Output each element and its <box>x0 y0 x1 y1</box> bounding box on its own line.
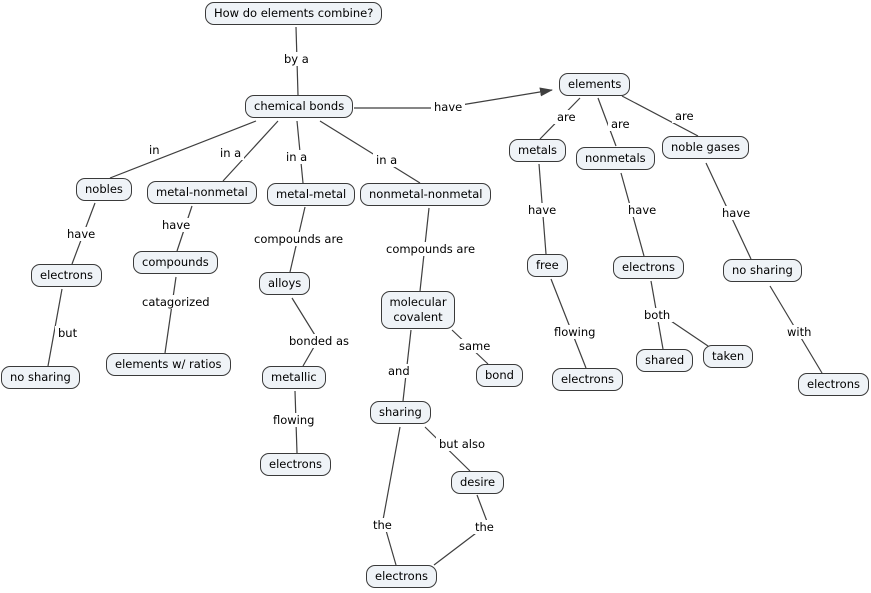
node-electrons-nonmetals[interactable]: electrons <box>613 256 684 279</box>
node-metals[interactable]: metals <box>509 139 567 162</box>
node-sharing[interactable]: sharing <box>370 401 431 424</box>
edge-label-but: but <box>55 326 81 340</box>
edge-label-the-right: the <box>472 520 497 534</box>
edge-label-in-a-nonmetal-nonmetal: in a <box>373 153 401 167</box>
edge-elements-nonmetals <box>597 97 617 147</box>
node-metal-nonmetal[interactable]: metal-nonmetal <box>147 181 257 204</box>
node-compounds[interactable]: compounds <box>133 251 218 274</box>
node-no-sharing-right[interactable]: no sharing <box>723 259 802 282</box>
edge-label-flowing-metallic: flowing <box>270 413 318 427</box>
edge-alloys-metallic <box>291 297 319 367</box>
edge-label-bonded-as: bonded as <box>286 334 352 348</box>
edge-chemical-bonds-nonmetal-nonmetal <box>319 120 421 184</box>
edge-label-have-nobles: have <box>64 227 99 241</box>
edge-label-have-main: have <box>431 100 466 114</box>
edge-label-same: same <box>456 339 494 353</box>
edge-have-elements-arrow <box>460 87 553 106</box>
edge-both-taken <box>667 318 709 347</box>
edge-chemical-bonds-metal-nonmetal <box>222 120 279 182</box>
edge-label-in-a-metal-metal: in a <box>283 150 311 164</box>
edge-compounds-ratios <box>164 276 177 354</box>
edge-label-have-nonmetals: have <box>625 203 660 217</box>
node-electrons-metallic[interactable]: electrons <box>260 453 331 476</box>
node-taken[interactable]: taken <box>703 345 754 368</box>
edge-chemical-bonds-nobles <box>109 120 257 179</box>
edge-label-in-nobles: in <box>146 143 163 157</box>
edge-label-both: both <box>641 308 674 322</box>
node-noble-gases[interactable]: noble gases <box>662 136 749 159</box>
node-electrons-noble[interactable]: electrons <box>798 373 869 396</box>
node-electrons-nobles[interactable]: electrons <box>31 264 102 287</box>
node-metallic[interactable]: metallic <box>262 366 326 389</box>
edge-label-are-metals: are <box>554 110 579 124</box>
edge-label-have-noble: have <box>719 206 754 220</box>
edge-label-and: and <box>385 364 413 378</box>
node-electrons-metals[interactable]: electrons <box>552 368 623 391</box>
node-nobles[interactable]: nobles <box>76 178 132 201</box>
node-question[interactable]: How do elements combine? <box>205 2 383 25</box>
edge-label-compounds-are-metal-metal: compounds are <box>251 232 347 246</box>
edge-label-catagorized: catagorized <box>139 295 213 309</box>
edge-label-compounds-are-nonmetal: compounds are <box>383 242 479 256</box>
node-alloys[interactable]: alloys <box>259 272 311 295</box>
node-electrons-bottom[interactable]: electrons <box>366 565 437 588</box>
node-elements-w-ratios[interactable]: elements w/ ratios <box>106 353 231 376</box>
edge-label-in-a-metal-nonmetal: in a <box>217 146 245 160</box>
edge-label-are-noble: are <box>672 109 697 123</box>
node-desire[interactable]: desire <box>451 471 505 494</box>
node-elements[interactable]: elements <box>559 73 631 96</box>
edge-label-flowing-free: flowing <box>551 325 599 339</box>
edge-free-electrons <box>550 278 587 369</box>
edge-label-with: with <box>784 325 815 339</box>
node-no-sharing-left[interactable]: no sharing <box>1 366 80 389</box>
edge-sharing-electrons <box>382 426 401 566</box>
node-free[interactable]: free <box>527 254 568 277</box>
node-bond[interactable]: bond <box>476 364 523 387</box>
edge-label-but-also: but also <box>436 437 489 451</box>
edge-label-by-a: by a <box>281 52 312 66</box>
edge-label-have-metal-nonmetal: have <box>159 218 194 232</box>
edge-label-the-left: the <box>370 518 395 532</box>
edge-elements-noble-gases <box>621 95 699 137</box>
edge-label-have-metals: have <box>525 203 560 217</box>
node-chemical-bonds[interactable]: chemical bonds <box>245 95 354 118</box>
node-nonmetal-nonmetal[interactable]: nonmetal-nonmetal <box>360 183 492 206</box>
node-nonmetals[interactable]: nonmetals <box>576 147 655 170</box>
node-metal-metal[interactable]: metal-metal <box>267 183 356 206</box>
edge-label-are-nonmetals: are <box>608 117 633 131</box>
node-molecular-covalent[interactable]: molecular covalent <box>381 291 455 329</box>
node-shared[interactable]: shared <box>636 349 694 372</box>
